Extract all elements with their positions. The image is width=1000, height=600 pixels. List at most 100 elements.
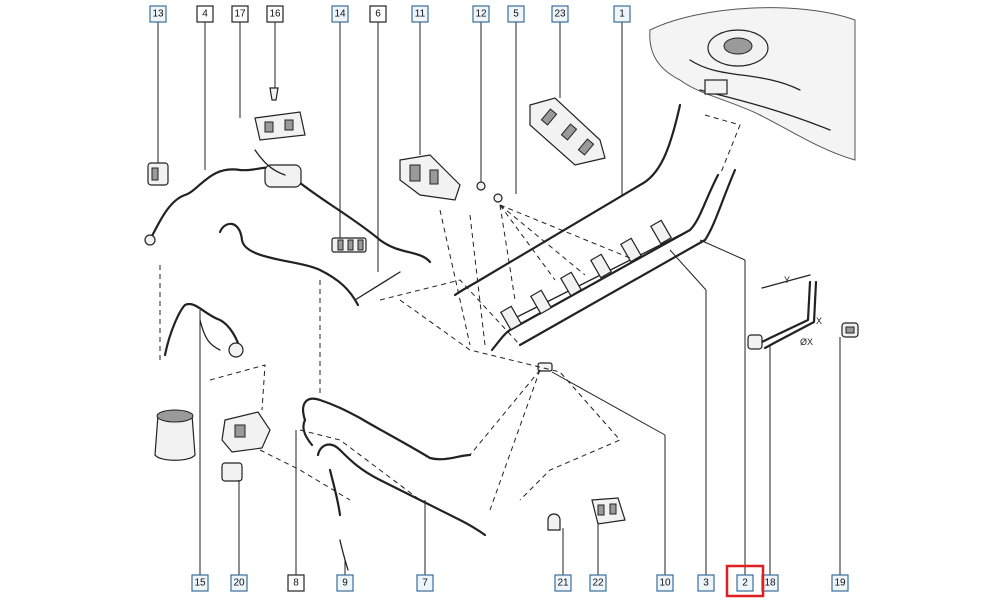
callout-label: 17 — [234, 9, 246, 20]
callout-box — [411, 5, 429, 23]
callout-box — [416, 574, 434, 592]
clip-part-21 — [547, 513, 561, 531]
clip-part-20-small — [228, 342, 244, 358]
callout-box — [507, 5, 525, 23]
callout-box — [149, 5, 167, 23]
callout-13: 13 — [149, 5, 167, 23]
callout-label: 6 — [375, 9, 381, 20]
main-fuel-pipes — [453, 103, 737, 352]
callout-box — [191, 574, 209, 592]
callout-box — [266, 5, 284, 23]
callout-box — [287, 574, 305, 592]
callout-label: 7 — [422, 578, 428, 589]
dimension-y-label: Y — [784, 275, 790, 285]
highlight-box — [725, 564, 765, 598]
callout-11: 11 — [411, 5, 429, 23]
clip-part-13 — [147, 162, 169, 186]
callouts-bottom: 15 20 8 9 7 21 22 10 3 2 18 19 — [191, 574, 849, 592]
callout-9: 9 — [336, 574, 354, 592]
callout-7: 7 — [416, 574, 434, 592]
callout-label: 2 — [742, 578, 748, 589]
callout-box — [231, 5, 249, 23]
hose-part-18: Y X ØX — [747, 274, 822, 350]
callout-box — [472, 5, 490, 23]
callout-10: 10 — [656, 574, 674, 592]
callout-label: 22 — [592, 578, 604, 589]
callout-5: 5 — [507, 5, 525, 23]
callout-box — [656, 574, 674, 592]
callout-21: 21 — [554, 574, 572, 592]
callout-box — [369, 5, 387, 23]
callout-box — [613, 5, 631, 23]
callout-label: 15 — [194, 578, 206, 589]
callout-label: 20 — [233, 578, 245, 589]
callout-label: 10 — [659, 578, 671, 589]
fuel-tank — [649, 7, 856, 161]
callout-18: 18 — [761, 574, 779, 592]
callouts-top: 13 4 17 16 14 6 11 12 5 23 1 — [149, 5, 631, 23]
callout-box — [736, 574, 754, 592]
clip-part-14 — [331, 237, 367, 253]
callout-label: 11 — [415, 9, 426, 20]
callout-box — [336, 574, 354, 592]
bracket-part-17 — [254, 111, 306, 141]
pipe-part-6 — [218, 222, 401, 307]
callout-1: 1 — [613, 5, 631, 23]
callout-box — [831, 574, 849, 592]
callout-23: 23 — [551, 5, 569, 23]
callout-label: 21 — [557, 578, 569, 589]
callout-4: 4 — [196, 5, 214, 23]
callout-box — [551, 5, 569, 23]
callout-8: 8 — [287, 574, 305, 592]
callout-label: 13 — [152, 9, 164, 20]
callout-label: 3 — [703, 578, 709, 589]
callout-15: 15 — [191, 574, 209, 592]
fastener-part-12 — [476, 181, 486, 191]
callout-label: 16 — [269, 9, 281, 20]
callout-19: 19 — [831, 574, 849, 592]
pipe-clips — [499, 219, 673, 331]
callout-3: 3 — [697, 574, 715, 592]
pipe-part-7 — [316, 443, 487, 571]
pipe-part-15 — [154, 302, 242, 461]
callout-label: 14 — [334, 9, 346, 20]
callout-box — [554, 574, 572, 592]
callout-label: 23 — [554, 9, 566, 20]
clip-strip-part-23 — [529, 97, 606, 166]
callout-label: 5 — [513, 9, 519, 20]
leader-lines — [157, 22, 841, 576]
assembly-dashed-lines — [159, 114, 741, 511]
dimension-diameter-label: ØX — [800, 337, 813, 347]
callout-6: 6 — [369, 5, 387, 23]
callout-17: 17 — [231, 5, 249, 23]
callout-box — [589, 574, 607, 592]
callout-label: 18 — [764, 578, 776, 589]
callout-14: 14 — [331, 5, 349, 23]
pipe-part-8 — [302, 397, 472, 461]
callout-2: 2 — [736, 574, 754, 592]
callout-box — [230, 574, 248, 592]
callout-label: 19 — [834, 578, 846, 589]
dimension-x-label: X — [816, 316, 822, 326]
pipe-part-4 — [144, 149, 432, 264]
callout-box — [331, 5, 349, 23]
connector-part-10 — [537, 362, 553, 372]
bracket-part-11 — [399, 154, 461, 201]
callout-16: 16 — [266, 5, 284, 23]
callout-box — [196, 5, 214, 23]
callout-box — [697, 574, 715, 592]
filter-part-20 — [221, 411, 271, 482]
callout-12: 12 — [472, 5, 490, 23]
callout-label: 12 — [475, 9, 487, 20]
callout-label: 4 — [202, 9, 208, 20]
fitting-part-19 — [841, 322, 859, 338]
screw-part-16 — [269, 87, 279, 101]
callout-20: 20 — [230, 574, 248, 592]
fastener-part-5 — [493, 193, 503, 203]
callout-22: 22 — [589, 574, 607, 592]
callout-label: 8 — [293, 578, 299, 589]
callout-label: 1 — [619, 9, 625, 20]
clip-part-22 — [591, 497, 626, 525]
callout-label: 9 — [342, 578, 348, 589]
